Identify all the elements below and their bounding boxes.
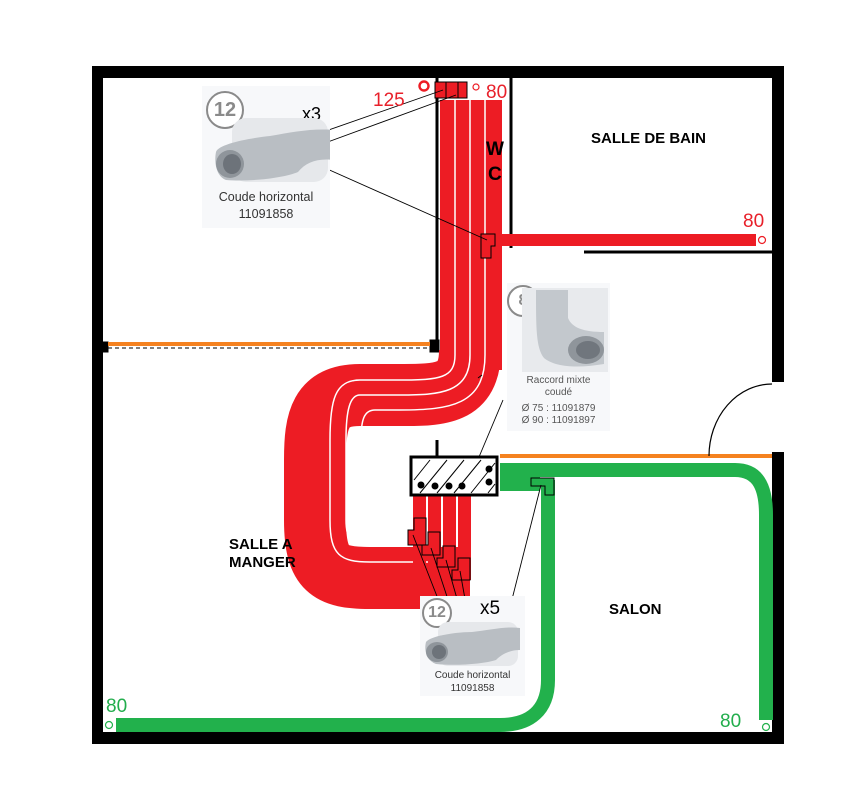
mixed-fitting-photo-icon: [522, 288, 608, 372]
room-label-salle-a-manger-1: SALLE A: [229, 536, 293, 553]
room-label-salon: SALON: [609, 601, 662, 618]
duct-label-bathroom: 80: [743, 211, 764, 232]
red-duct-separators: [329, 100, 486, 563]
distribution-box: [409, 440, 499, 497]
green-elbow-marker: [530, 477, 555, 496]
elbow-photo-icon: [215, 118, 330, 182]
part-quantity: x5: [480, 598, 501, 619]
exterior-walls: [92, 66, 784, 744]
room-label-salle-de-bain: SALLE DE BAIN: [591, 130, 706, 147]
elbow-photo-icon: [425, 622, 520, 666]
room-label-wc-w: W: [486, 139, 504, 160]
room-label-wc-c: C: [488, 164, 502, 185]
door-swing-arc: [708, 383, 773, 457]
part-reference-90: Ø 90 : 11091897: [521, 415, 596, 426]
duct-label-wc: 80: [486, 82, 507, 103]
part-reference-75: Ø 75 : 11091879: [521, 403, 596, 414]
duct-label-main-inlet: 125: [373, 90, 405, 111]
orange-partitions: [108, 342, 772, 458]
part-card-raccord-mixte-coude: 8 x6 Raccord mixte coudé Ø 75 : 11091879…: [507, 283, 610, 431]
outlet-markers: [104, 80, 771, 732]
part-name: Coude horizontal: [434, 670, 511, 681]
part-reference: 11091858: [450, 683, 495, 694]
part-card-coude-horizontal-top: 12 x3 Coude horizontal 11091858: [202, 86, 330, 228]
part-reference: 11091858: [238, 207, 294, 221]
part-name: Coude horizontal: [218, 190, 314, 204]
duct-label-salon: 80: [720, 711, 741, 732]
part-name-line2: coudé: [544, 387, 573, 398]
room-label-salle-a-manger-2: MANGER: [229, 554, 296, 571]
part-name-line1: Raccord mixte: [526, 375, 591, 386]
part-badge: 12: [206, 91, 244, 129]
part-card-coude-horizontal-bottom: 12 x5 Coude horizontal 11091858: [420, 596, 525, 696]
interior-walls: [99, 78, 772, 353]
duct-label-dining: 80: [106, 696, 127, 717]
